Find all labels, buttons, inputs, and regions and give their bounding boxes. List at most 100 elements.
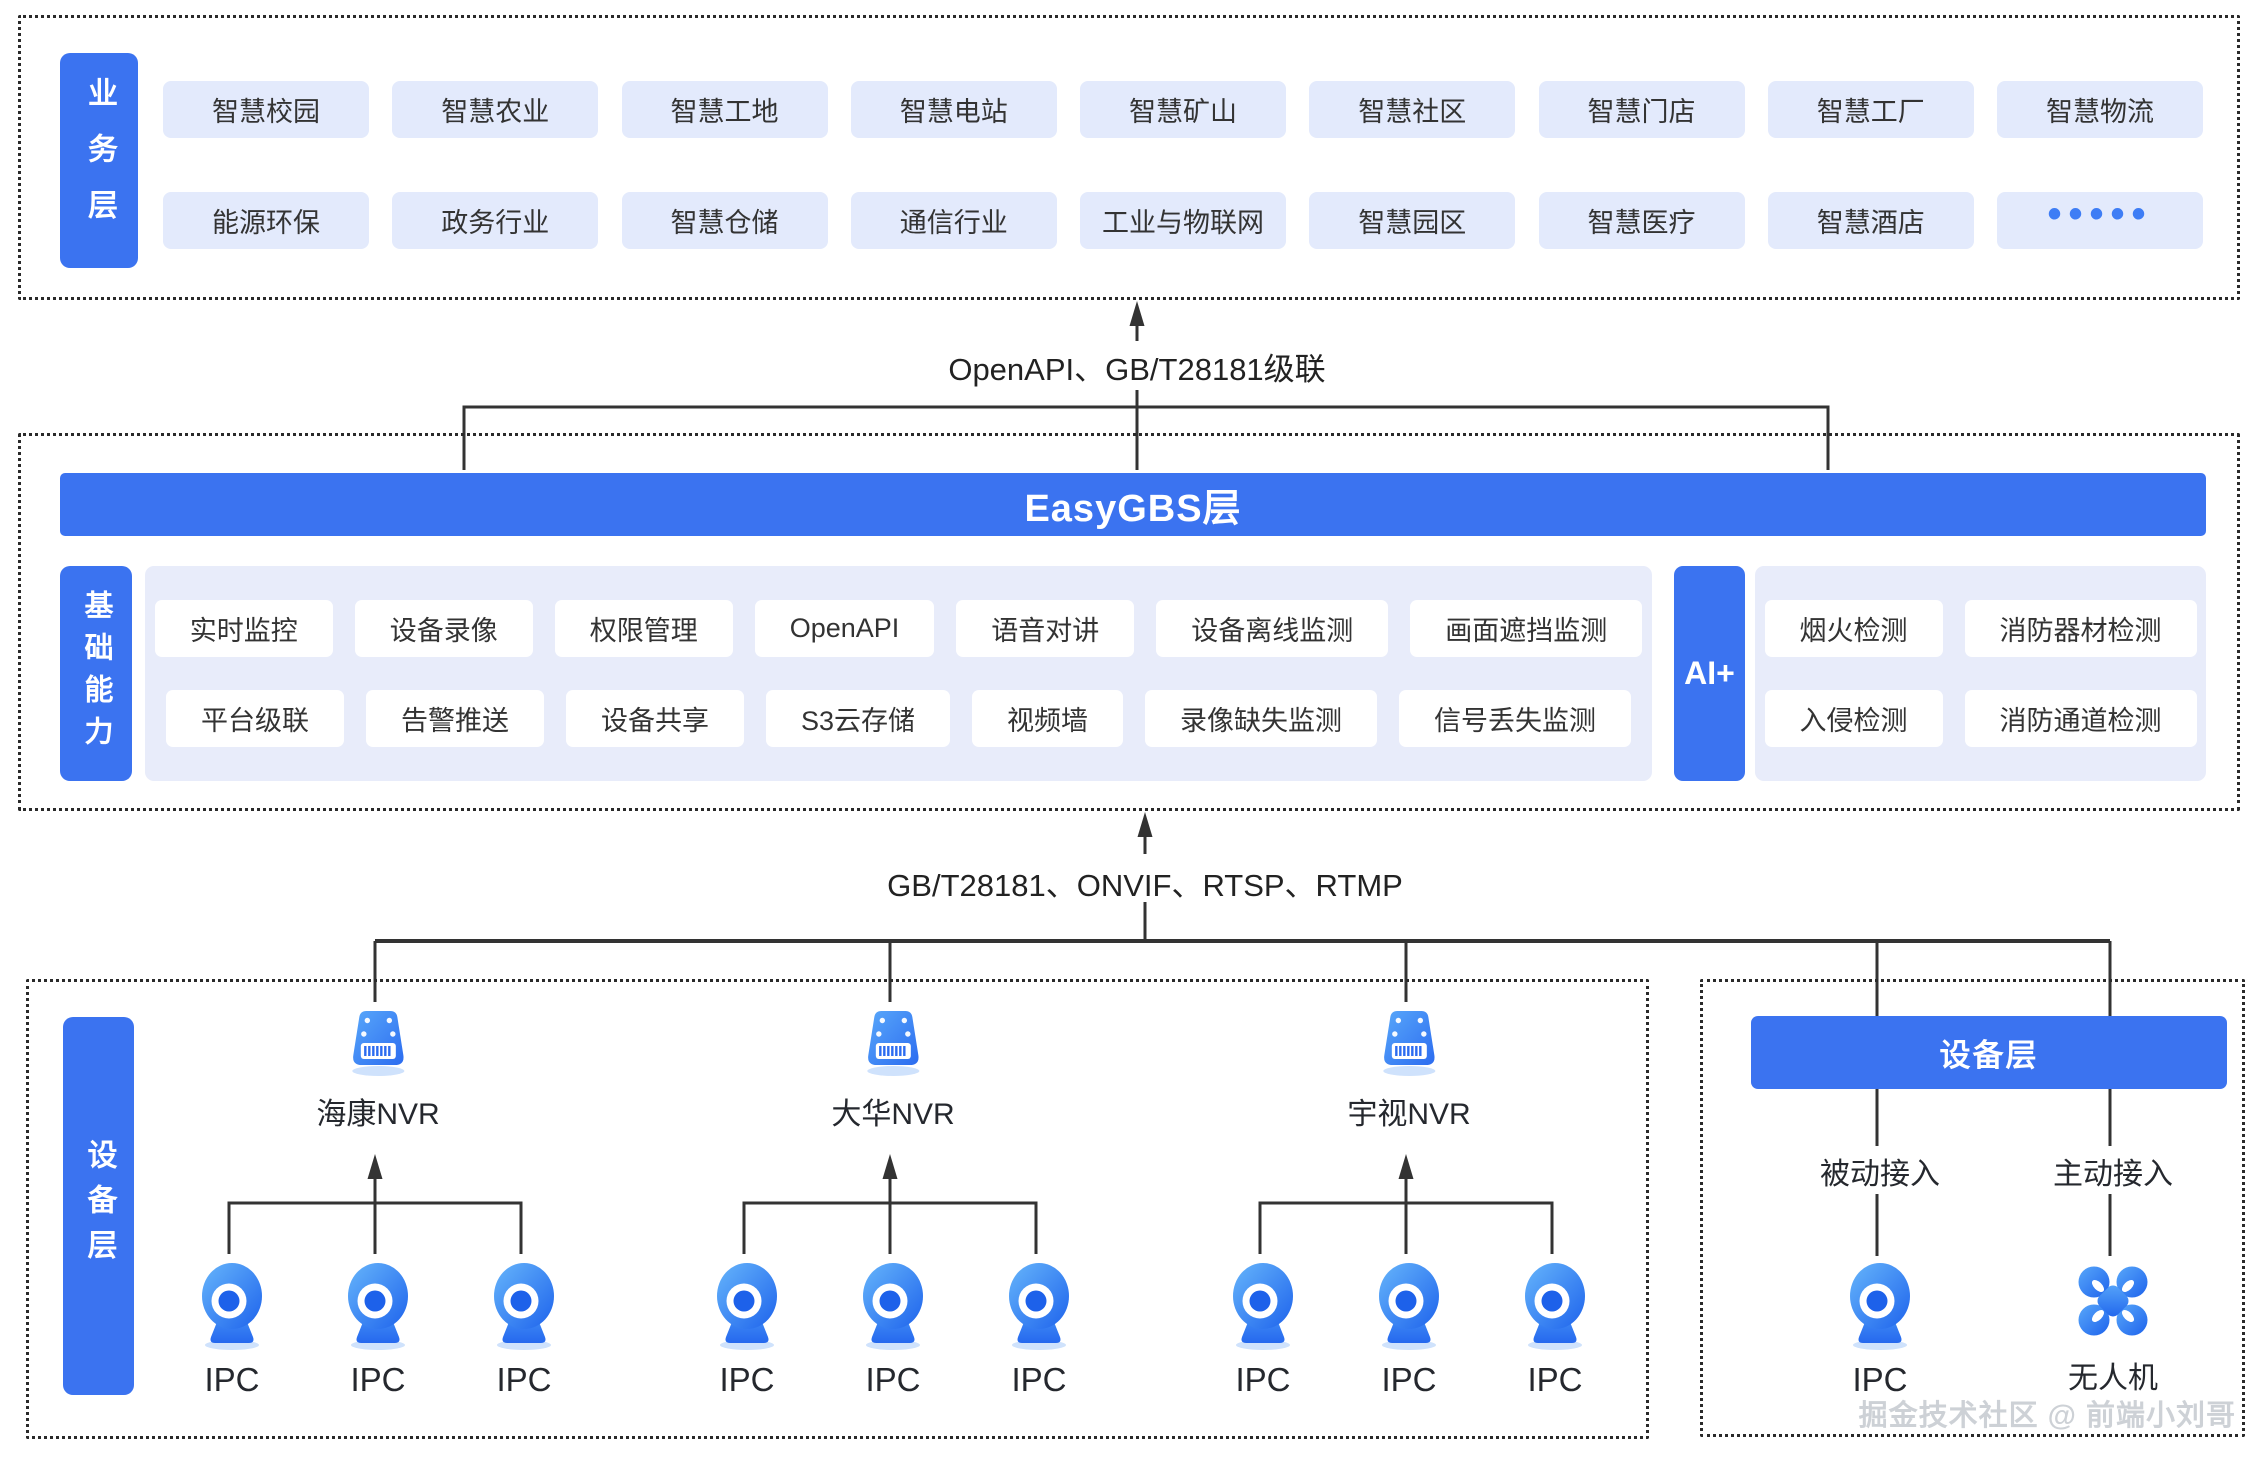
capability-container: 实时监控设备录像权限管理 OpenAPI 语音对讲设备离线监测画面遮挡监测 平台级联…	[145, 566, 1652, 781]
capability-row-2: 平台级联告警推送设备共享 S3云存储视频墙录像缺失监测信号丢失监测	[145, 690, 1652, 748]
business-item[interactable]: 智慧酒店	[1767, 192, 1974, 249]
capability-item[interactable]: 语音对讲	[956, 599, 1135, 657]
ipc-node[interactable]: IPC	[1367, 1259, 1451, 1399]
passive-access-label: 被动接入	[1820, 1158, 1940, 1191]
ipc-label: IPC	[1852, 1361, 1908, 1398]
watermark: 掘金技术社区 @ 前端小刘哥	[1858, 1400, 2236, 1432]
business-item[interactable]: 智慧仓储	[621, 192, 828, 249]
ipc-camera-icon	[1513, 1259, 1597, 1351]
nvr-node-hikvision[interactable]: 海康NVR	[316, 1003, 440, 1133]
nvr-icon	[316, 1003, 439, 1079]
business-layer-label: 业务层	[60, 53, 138, 268]
ipc-label: IPC	[1381, 1361, 1437, 1398]
ai-plus-label: AI+	[1674, 566, 1745, 781]
ipc-camera-icon	[1838, 1259, 1922, 1351]
business-item[interactable]: 智慧矿山	[1080, 81, 1286, 138]
capability-item[interactable]: 视频墙	[972, 690, 1124, 748]
business-row-1: 智慧校园智慧农业智慧工地智慧电站智慧矿山智慧社区智慧门店智慧工厂智慧物流	[163, 81, 2203, 138]
ipc-camera-icon	[336, 1259, 420, 1351]
ipc-node[interactable]: IPC	[190, 1259, 274, 1399]
ipc-label: IPC	[1011, 1361, 1067, 1398]
ipc-camera-icon	[1367, 1259, 1451, 1351]
business-item[interactable]: 智慧物流	[1997, 81, 2203, 138]
nvr-icon	[1347, 1003, 1470, 1079]
business-item[interactable]: 智慧农业	[392, 81, 599, 138]
drone-node[interactable]: 无人机	[2068, 1261, 2158, 1397]
business-layer-panel: 业务层 智慧校园智慧农业智慧工地智慧电站智慧矿山智慧社区智慧门店智慧工厂智慧物流…	[18, 15, 2240, 300]
capability-item[interactable]: 设备录像	[354, 599, 533, 657]
ipc-label: IPC	[350, 1361, 406, 1398]
ai-capability-item[interactable]: 消防器材检测	[1964, 599, 2197, 657]
ipc-node[interactable]: IPC	[1838, 1259, 1922, 1399]
business-item[interactable]: 通信行业	[850, 192, 1057, 249]
nvr-label: 海康NVR	[316, 1098, 440, 1131]
ipc-label: IPC	[719, 1361, 775, 1398]
bottom-connector-label: GB/T28181、ONVIF、RTSP、RTMP	[887, 868, 1403, 903]
nvr-label: 大华NVR	[831, 1098, 955, 1131]
capability-item[interactable]: 平台级联	[165, 690, 344, 748]
business-item[interactable]: 智慧工厂	[1767, 81, 1974, 138]
drone-label: 无人机	[2068, 1362, 2158, 1395]
ipc-camera-icon	[190, 1259, 274, 1351]
nvr-icon	[831, 1003, 954, 1079]
ai-capability-row-2: 入侵检测消防通道检测	[1755, 690, 2206, 748]
capability-item[interactable]: 设备离线监测	[1156, 599, 1389, 657]
business-item[interactable]: 智慧门店	[1538, 81, 1745, 138]
ipc-camera-icon	[482, 1259, 566, 1351]
capability-item[interactable]: OpenAPI	[754, 599, 935, 657]
ipc-node[interactable]: IPC	[1221, 1259, 1305, 1399]
business-item[interactable]: 工业与物联网	[1080, 192, 1286, 249]
ipc-label: IPC	[496, 1361, 552, 1398]
ipc-label: IPC	[1527, 1361, 1583, 1398]
capability-item[interactable]: 设备共享	[565, 690, 744, 748]
capability-item[interactable]: 实时监控	[154, 599, 333, 657]
business-item[interactable]: 智慧工地	[621, 81, 828, 138]
capability-item[interactable]: 信号丢失监测	[1399, 690, 1632, 748]
ipc-camera-icon	[997, 1259, 1081, 1351]
business-item[interactable]: 智慧园区	[1309, 192, 1516, 249]
drone-icon	[2068, 1261, 2158, 1343]
ipc-label: IPC	[204, 1361, 260, 1398]
ipc-label: IPC	[865, 1361, 921, 1398]
device-layer-header: 设备层	[1751, 1016, 2227, 1089]
ipc-node[interactable]: IPC	[851, 1259, 935, 1399]
capability-item[interactable]: S3云存储	[765, 690, 951, 748]
capability-label: 基础能力	[60, 566, 132, 781]
business-item-more[interactable]: •••••	[1997, 192, 2203, 249]
ipc-camera-icon	[705, 1259, 789, 1351]
ipc-node[interactable]: IPC	[997, 1259, 1081, 1399]
business-item[interactable]: 能源环保	[163, 192, 369, 249]
capability-item[interactable]: 录像缺失监测	[1145, 690, 1378, 748]
ipc-node[interactable]: IPC	[705, 1259, 789, 1399]
business-row-2: ••••• 能源环保政务行业智慧仓储通信行业工业与物联网智慧园区智慧医疗智慧酒店	[163, 192, 2203, 249]
capability-item[interactable]: 权限管理	[554, 599, 733, 657]
business-item[interactable]: 智慧电站	[850, 81, 1057, 138]
device-layer-label: 设备层	[63, 1017, 134, 1395]
ai-capability-row-1: 烟火检测消防器材检测	[1755, 599, 2206, 657]
capability-item[interactable]: 画面遮挡监测	[1410, 599, 1643, 657]
ipc-camera-icon	[1221, 1259, 1305, 1351]
nvr-node-uniview[interactable]: 宇视NVR	[1347, 1003, 1471, 1133]
business-item[interactable]: 智慧医疗	[1538, 192, 1745, 249]
ipc-label: IPC	[1235, 1361, 1291, 1398]
nvr-label: 宇视NVR	[1347, 1098, 1471, 1131]
capability-row-1: 实时监控设备录像权限管理 OpenAPI 语音对讲设备离线监测画面遮挡监测	[145, 599, 1652, 657]
business-item[interactable]: 智慧校园	[163, 81, 369, 138]
ipc-node[interactable]: IPC	[482, 1259, 566, 1399]
easygbs-layer-panel: EasyGBS层 基础能力 实时监控设备录像权限管理 OpenAPI 语音对讲设备离…	[18, 433, 2240, 811]
ipc-node[interactable]: IPC	[336, 1259, 420, 1399]
ipc-camera-icon	[851, 1259, 935, 1351]
ipc-node[interactable]: IPC	[1513, 1259, 1597, 1399]
business-item[interactable]: 政务行业	[392, 192, 599, 249]
capability-item[interactable]: 告警推送	[365, 690, 544, 748]
device-layer-right-panel: 设备层 被动接入 主动接入 IPC	[1700, 979, 2245, 1437]
easygbs-bar: EasyGBS层	[60, 473, 2206, 536]
ai-capability-item[interactable]: 烟火检测	[1764, 599, 1943, 657]
ai-capability-container: 烟火检测消防器材检测 入侵检测消防通道检测	[1755, 566, 2206, 781]
ai-capability-item[interactable]: 入侵检测	[1764, 690, 1943, 748]
top-connector-label: OpenAPI、GB/T28181级联	[948, 352, 1326, 387]
business-item[interactable]: 智慧社区	[1309, 81, 1516, 138]
ai-capability-item[interactable]: 消防通道检测	[1964, 690, 2197, 748]
nvr-node-dahua[interactable]: 大华NVR	[831, 1003, 955, 1133]
